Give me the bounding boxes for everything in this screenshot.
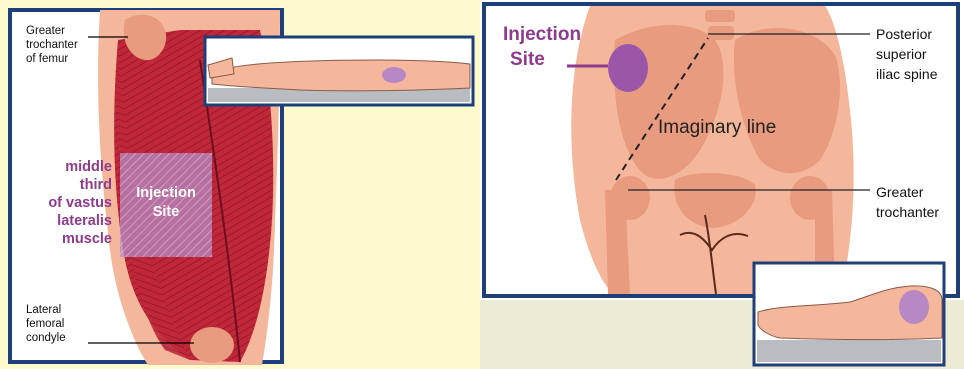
label-injection-site-left: Injection Site — [120, 184, 212, 222]
lateral-condyle-bone — [190, 327, 234, 363]
label-imaginary-line: Imaginary line — [658, 117, 776, 139]
text-line: third — [14, 176, 112, 194]
label-greater-trochanter-femur: Greater trochanter of femur — [26, 24, 78, 66]
text-line: of vastus — [14, 194, 112, 212]
text-line: Site — [510, 47, 588, 72]
label-greater-trochanter: Greater trochanter — [876, 182, 939, 222]
text-line: Injection — [120, 184, 212, 203]
label-lateral-femoral-condyle: Lateral femoral condyle — [26, 303, 66, 345]
text-line: femoral — [26, 317, 66, 331]
label-posterior-superior-iliac-spine: Posterior superior iliac spine — [876, 24, 937, 84]
text-line: trochanter — [26, 38, 78, 52]
text-line: middle — [14, 158, 112, 176]
text-line: Site — [120, 203, 212, 222]
text-line: lateralis — [14, 212, 112, 230]
text-line: Posterior — [876, 24, 937, 44]
inset-injection-spot — [382, 67, 406, 83]
text-line: condyle — [26, 331, 66, 345]
text-line: muscle — [14, 230, 112, 248]
text-line: Greater — [876, 182, 939, 202]
injection-site-spot — [608, 44, 648, 92]
text-line: Lateral — [26, 303, 66, 317]
text-line: of femur — [26, 52, 78, 66]
text-line: iliac spine — [876, 64, 937, 84]
inset-injection-spot-right — [899, 290, 929, 324]
text-line: superior — [876, 44, 937, 64]
text-line: trochanter — [876, 202, 939, 222]
text-line: Injection — [496, 22, 588, 47]
text-line: Greater — [26, 24, 78, 38]
label-middle-third: middle third of vastus lateralis muscle — [14, 158, 112, 248]
label-injection-site-right: Injection Site — [496, 22, 588, 72]
